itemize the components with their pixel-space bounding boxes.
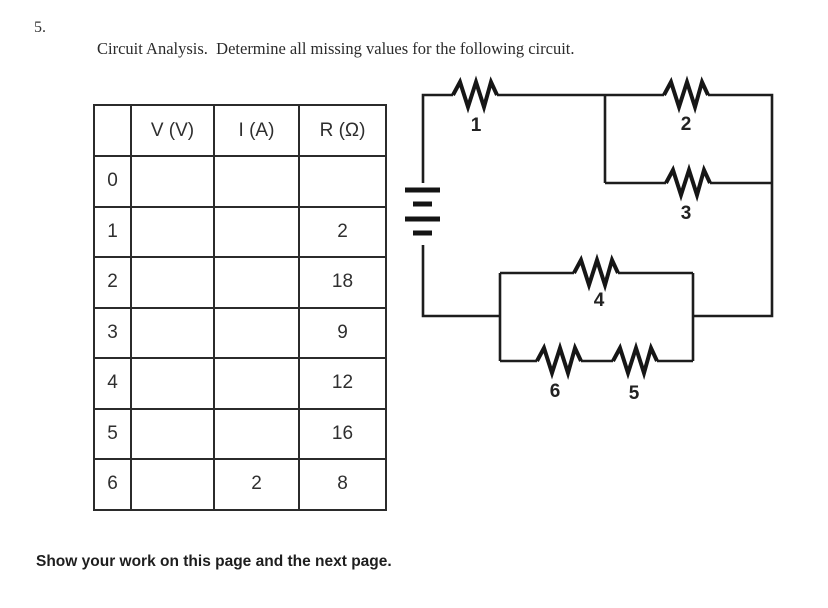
cell-v — [130, 407, 215, 460]
cell-v — [130, 256, 215, 309]
table-row: 6 2 8 — [93, 458, 387, 511]
page-title: Circuit Analysis. Determine all missing … — [97, 39, 575, 58]
table-row: 1 2 — [93, 205, 387, 258]
header-voltage: V (V) — [130, 104, 215, 157]
header-resistance: R (Ω) — [298, 104, 387, 157]
resistor-4-icon — [572, 253, 620, 292]
cell-v — [130, 155, 215, 208]
resistor-icons — [451, 75, 712, 380]
footer-instruction: Show your work on this page and the next… — [36, 553, 392, 570]
resistor-2-icon — [662, 75, 710, 114]
table-row: 0 — [93, 155, 387, 208]
resistor-labels: 1 2 3 4 6 5 — [471, 114, 692, 404]
row-label: 5 — [93, 407, 132, 460]
cell-r — [298, 155, 387, 208]
cell-r: 2 — [298, 205, 387, 258]
row-label: 6 — [93, 458, 132, 511]
circuit-diagram: 1 2 3 4 6 5 — [405, 75, 774, 404]
cell-i — [213, 357, 300, 410]
cell-i — [213, 155, 300, 208]
battery-icon — [405, 187, 440, 236]
resistor-2-label: 2 — [681, 114, 692, 135]
table-row: 4 12 — [93, 357, 387, 410]
resistor-6-icon — [535, 341, 583, 380]
cell-v — [130, 357, 215, 410]
resistor-3-label: 3 — [681, 203, 692, 224]
cell-r: 16 — [298, 407, 387, 460]
row-label: 3 — [93, 306, 132, 359]
header-corner-cell — [93, 104, 132, 157]
cell-v — [130, 458, 215, 511]
cell-r: 9 — [298, 306, 387, 359]
cell-i — [213, 205, 300, 258]
cell-v — [130, 205, 215, 258]
cell-v — [130, 306, 215, 359]
resistor-5-label: 5 — [629, 383, 640, 404]
cell-r: 18 — [298, 256, 387, 309]
table-row: 2 18 — [93, 256, 387, 309]
cell-r: 8 — [298, 458, 387, 511]
resistor-5-icon — [611, 341, 659, 380]
cell-i — [213, 407, 300, 460]
cell-i — [213, 306, 300, 359]
cell-r: 12 — [298, 357, 387, 410]
wires — [421, 93, 774, 363]
row-label: 1 — [93, 205, 132, 258]
problem-number: 5. — [34, 19, 46, 36]
resistor-1-label: 1 — [471, 115, 482, 136]
row-label: 4 — [93, 357, 132, 410]
table-row: 5 16 — [93, 407, 387, 460]
values-table: V (V) I (A) R (Ω) 0 1 2 2 18 3 9 — [93, 104, 387, 511]
table-header-row: V (V) I (A) R (Ω) — [93, 104, 387, 157]
table-row: 3 9 — [93, 306, 387, 359]
resistor-1-icon — [451, 75, 499, 114]
cell-i — [213, 256, 300, 309]
header-current: I (A) — [213, 104, 300, 157]
resistor-4-label: 4 — [594, 290, 605, 311]
resistor-3-icon — [664, 163, 712, 202]
resistor-6-label: 6 — [550, 381, 561, 402]
cell-i: 2 — [213, 458, 300, 511]
row-label: 2 — [93, 256, 132, 309]
row-label: 0 — [93, 155, 132, 208]
